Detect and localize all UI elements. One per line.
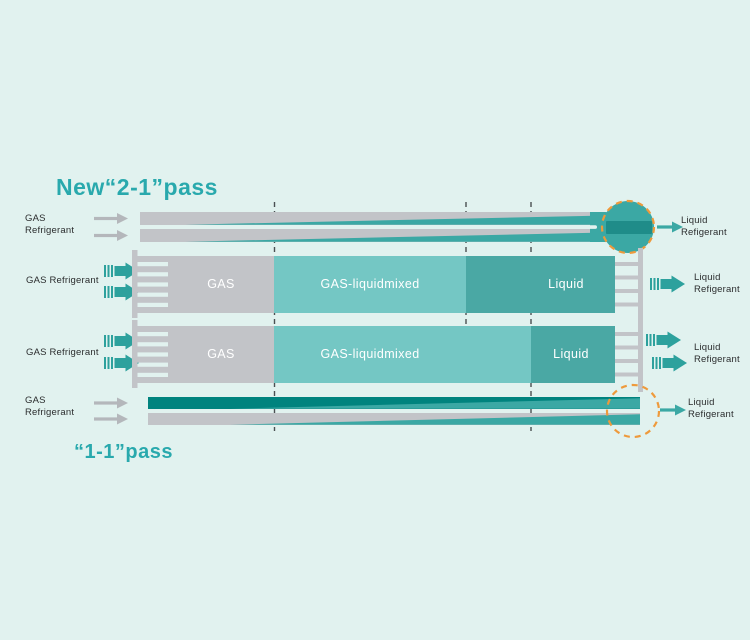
label-liquid-refigerant: Liquid Refigerant [694, 342, 740, 365]
bar-label-mixed: GAS-liquidmixed [320, 277, 420, 291]
inlet-arrow-icon [94, 213, 128, 224]
label-gas-refrigerant: GAS Refrigerant [25, 395, 75, 418]
bar-section-gas [168, 256, 274, 313]
outlet-arrow-icon [657, 221, 683, 233]
title-new-2-1-pass: New“2-1”pass [56, 174, 218, 200]
bar-label-mixed: GAS-liquidmixed [320, 347, 420, 361]
label-liquid-refigerant: Liquid Refigerant [681, 215, 727, 238]
bar-label-liquid: Liquid [548, 277, 584, 291]
phase-wedge [230, 398, 640, 409]
phase-wedge [185, 215, 606, 225]
outlet-highlight-circle [605, 383, 661, 439]
label-liquid-refigerant: Liquid Refigerant [688, 397, 734, 420]
merged-liquid-bar [606, 221, 652, 234]
outlet-arrow-icon [660, 404, 686, 416]
label-gas-refrigerant: GAS Refrigerant [25, 213, 75, 236]
bar-section-liquid [466, 256, 615, 313]
phase-wedge [230, 414, 640, 425]
bar-section-mixed [274, 326, 531, 383]
label-liquid-refigerant: Liquid Refigerant [694, 272, 740, 295]
merge-highlight-circle [600, 199, 656, 255]
inlet-manifold-comb [132, 320, 168, 388]
bar-section-liquid [531, 326, 615, 383]
outlet-arrow-icon [650, 275, 685, 293]
outlet-manifold-comb [615, 318, 643, 392]
label-gas-refrigerant: GAS Refrigerant [26, 347, 99, 358]
label-gas-refrigerant: GAS Refrigerant [26, 275, 99, 286]
inlet-arrow-icon [94, 413, 128, 425]
outlet-manifold-comb [615, 248, 643, 322]
bar-label-gas: GAS [207, 277, 235, 291]
outlet-arrow-icon [646, 331, 681, 349]
outlet-arrow-icon [652, 354, 687, 372]
bar-section-gas [168, 326, 274, 383]
title-1-1-pass: “1-1”pass [74, 441, 173, 463]
inlet-arrow-icon [94, 397, 128, 409]
inlet-manifold-comb [132, 250, 168, 318]
u-turn-slot [566, 225, 597, 229]
inlet-arrow-icon [94, 230, 128, 241]
bar-label-gas: GAS [207, 347, 235, 361]
phase-wedge [185, 232, 606, 242]
bar-section-mixed [274, 256, 466, 313]
bar-label-liquid: Liquid [553, 347, 589, 361]
